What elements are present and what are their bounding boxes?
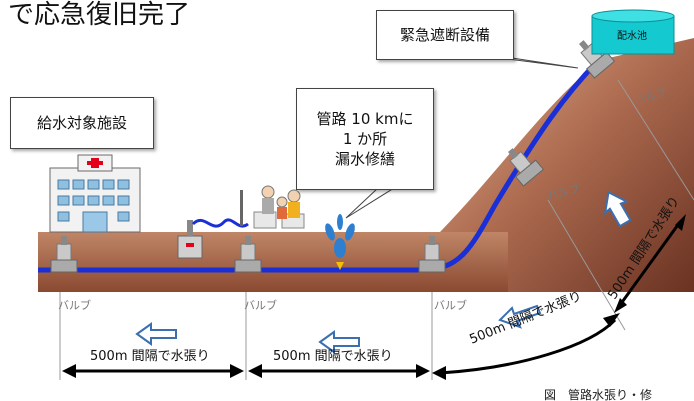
- reservoir-tank: [591, 9, 675, 55]
- valve-label-1: バルブ: [58, 299, 91, 312]
- dimension-arrows: [62, 214, 686, 380]
- flow-arrows: [135, 190, 632, 354]
- water-pipe: [38, 60, 599, 273]
- residents-collecting-water: [240, 185, 305, 229]
- valve-4: [507, 148, 545, 187]
- callout-leak-repair: 管路 10 kmに 1 か所 漏水修繕: [296, 88, 434, 190]
- hillside: [440, 38, 694, 292]
- reservoir-label: 配水池: [617, 31, 647, 42]
- callout-tail-leak: [345, 187, 396, 219]
- supply-facility-label: 給水対象施設: [36, 113, 127, 132]
- valve-3: [418, 236, 446, 273]
- valve-marker-line-5: [617, 79, 694, 201]
- emergency-shutoff-label: 緊急遮断設備: [399, 25, 490, 44]
- valve-5: [578, 40, 616, 79]
- title-fragment: で応急復旧完了: [8, 0, 191, 30]
- callout-emergency-shutoff: 緊急遮断設備: [376, 10, 514, 60]
- spacing-label-1: 500m 間隔で水張り: [90, 349, 210, 364]
- hospital-building: [49, 154, 141, 233]
- valve-label-3: バルブ: [434, 299, 467, 312]
- spacing-label-2: 500m 間隔で水張り: [273, 349, 393, 364]
- valve-label-2: バルブ: [244, 299, 277, 312]
- valve-2: [234, 236, 262, 273]
- valve-1: [50, 236, 78, 273]
- leak-repair-label: 管路 10 kmに 1 か所 漏水修繕: [316, 109, 414, 169]
- valve-marker-line-4: [547, 199, 626, 331]
- callout-supply-facility: 給水対象施設: [10, 97, 154, 149]
- leak-spout: [325, 214, 355, 270]
- figure-caption: 図 管路水張り・修: [544, 388, 653, 401]
- emergency-faucet: [177, 218, 249, 259]
